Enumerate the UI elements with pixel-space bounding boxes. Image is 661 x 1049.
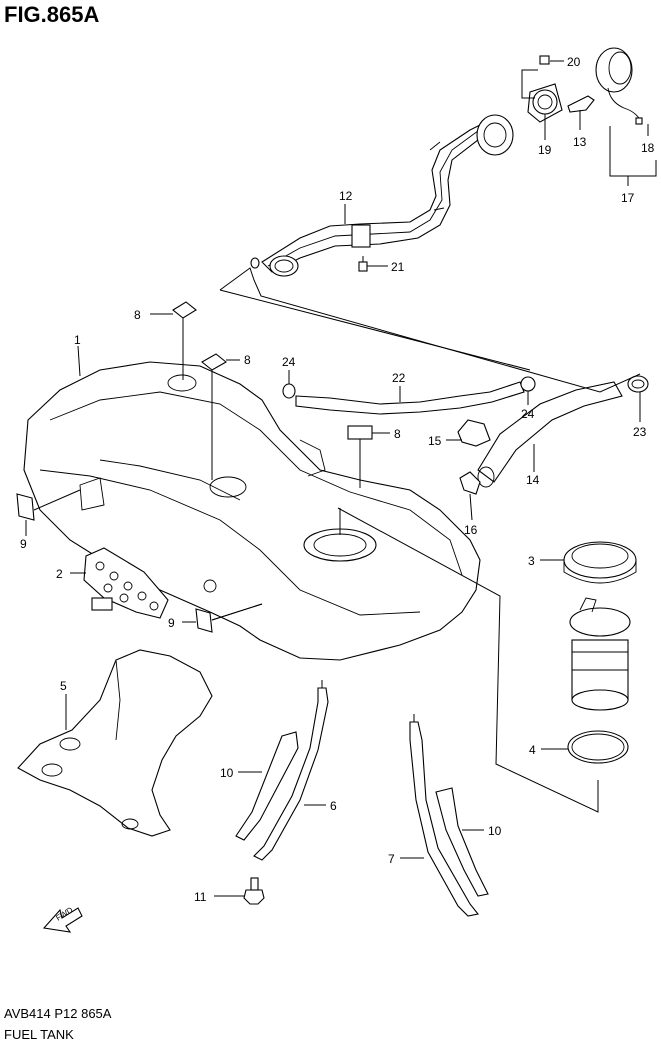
clip-part-15 <box>457 419 491 447</box>
callout-2: 2 <box>56 567 63 581</box>
bolt-part-21 <box>358 256 368 272</box>
callout-6: 6 <box>330 799 337 813</box>
callout-15: 15 <box>428 434 442 448</box>
callout-20: 20 <box>567 55 581 69</box>
tank-band-part-7 <box>409 714 479 917</box>
callout-18: 18 <box>641 141 655 155</box>
label-part-9-a <box>16 493 35 521</box>
fuel-pump-module <box>569 597 631 711</box>
callout-14: 14 <box>526 473 540 487</box>
clamp-part-24-a <box>282 383 296 399</box>
callout-1: 1 <box>74 333 81 347</box>
filler-neck-plate-part-19 <box>527 83 563 123</box>
figure-title: FIG.865A <box>4 2 100 27</box>
screw-part-20 <box>539 55 550 65</box>
callout-8-a: 8 <box>134 308 141 322</box>
callout-3: 3 <box>528 554 535 568</box>
label-part-8-c <box>347 425 373 440</box>
callout-10-a: 10 <box>220 766 234 780</box>
callout-11: 11 <box>194 890 207 904</box>
callout-17: 17 <box>621 191 635 205</box>
callout-12: 12 <box>339 189 353 203</box>
fuel-cap-part-17 <box>595 47 643 125</box>
label-part-8-a <box>172 301 197 319</box>
clamp-part-23 <box>627 375 649 393</box>
lock-ring-part-3 <box>563 541 637 584</box>
callout-16: 16 <box>464 523 478 537</box>
hose-part-22 <box>295 381 525 415</box>
fuel-tank-part-1 <box>23 361 481 661</box>
callout-24-b: 24 <box>521 407 535 421</box>
callout-21: 21 <box>391 260 405 274</box>
callout-24-a: 24 <box>282 355 296 369</box>
callout-19: 19 <box>538 143 552 157</box>
callout-9-a: 9 <box>20 537 27 551</box>
clamp-part-24-b <box>520 376 536 392</box>
bolt-part-11 <box>243 877 265 905</box>
fwd-arrow-icon <box>42 907 83 933</box>
callout-22: 22 <box>392 371 406 385</box>
callout-13: 13 <box>573 135 587 149</box>
clip-part-16 <box>459 471 481 495</box>
callout-8-b: 8 <box>244 353 251 367</box>
band-pad-part-10-b <box>435 787 489 897</box>
callouts: 12 21 20 19 13 18 17 1 8 8 8 9 9 2 5 6 1… <box>20 55 655 904</box>
seal-part-13 <box>567 95 595 113</box>
tank-band-part-6 <box>253 680 329 861</box>
figure-name: FUEL TANK <box>4 1027 74 1042</box>
callout-23: 23 <box>633 425 647 439</box>
callout-7: 7 <box>388 852 395 866</box>
callout-4: 4 <box>529 743 536 757</box>
callout-5: 5 <box>60 679 67 693</box>
figure-code: AVB414 P12 865A <box>4 1006 112 1021</box>
gasket-part-4 <box>567 730 629 764</box>
heat-shield-part-5 <box>17 649 213 837</box>
filler-hose-part-14 <box>477 381 623 488</box>
callout-9-b: 9 <box>168 616 175 630</box>
callout-8-c: 8 <box>394 427 401 441</box>
leader-lines <box>25 60 657 897</box>
label-part-8-b <box>201 353 227 371</box>
heat-shield-part-2 <box>83 547 169 619</box>
label-part-9-b <box>195 608 213 633</box>
filler-pipe-part-12 <box>250 114 514 277</box>
band-pad-part-10-a <box>235 731 299 841</box>
callout-10-b: 10 <box>488 824 502 838</box>
